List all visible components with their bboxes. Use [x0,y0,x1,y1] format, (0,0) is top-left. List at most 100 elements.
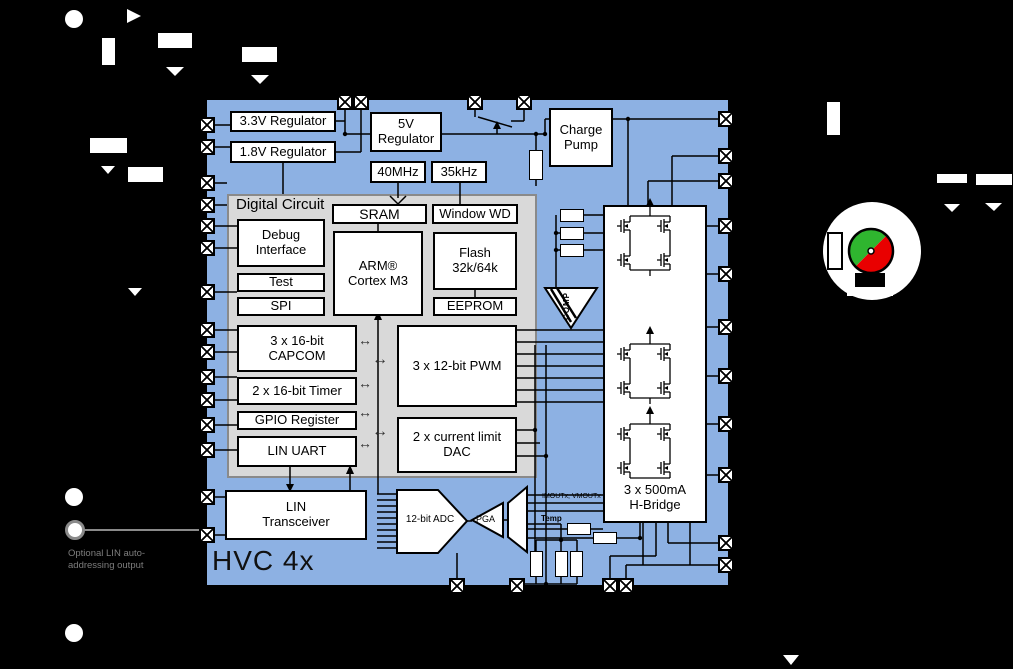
block-label: SPI [270,298,292,314]
block-label: Pump [564,136,598,152]
block-label: 3 x 500mA [623,482,687,498]
pin-icon [199,392,215,408]
bidir-arrow-icon: ↔ [358,404,372,420]
pin-icon [199,218,215,234]
component [128,167,163,182]
block-label: Transceiver [262,514,330,529]
pin-icon [718,266,734,282]
block-label: LIN UART [267,443,327,459]
block-label: Cortex M3 [348,272,408,288]
bidir-arrow-icon: ↔ [372,423,388,440]
note-line: addressing output [68,559,144,571]
pin-icon [718,319,734,335]
block-label: Test [269,274,293,290]
bidir-arrow-icon: ↔ [372,351,388,368]
block-timer: 2 x 16-bit Timer [237,377,357,405]
arrow-icon [127,9,141,23]
pin-icon [353,94,369,110]
sense-resistor [560,209,584,222]
pin-icon [509,578,525,594]
pin-icon [718,557,734,573]
block-label: 2 x 16-bit Timer [252,382,342,398]
resistor [570,551,583,577]
block-3v3-regulator: 3.3V Regulator [230,111,336,132]
resistor [529,150,543,180]
block-test: Test [237,273,325,292]
motor-icon [823,202,921,300]
pin-icon [718,467,734,483]
sense-resistor [560,244,584,257]
resistor [530,551,543,577]
note-line: Optional LIN auto- [68,548,146,559]
block-label: Flash [459,245,491,261]
block-label: 5V Regulator [377,116,435,146]
ground-icon [944,204,960,212]
pin-icon [199,284,215,300]
pin-icon [199,197,215,213]
temp-signal-label: Temp [541,514,562,523]
block-label: GPIO Register [254,412,340,428]
block-arm-cortex-m3: ARM® Cortex M3 [333,231,423,316]
block-label: Debug [261,227,301,243]
lin-auto-addressing-terminal [65,520,85,540]
block-label: 32k/64k [452,260,498,275]
block-label: H-Bridge [629,497,681,513]
block-label: 1.8V Regulator [239,143,327,159]
block-pwm: 3 x 12-bit PWM [397,325,517,407]
pin-icon [199,489,215,505]
block-label: 35kHz [440,163,478,179]
block-label: ARM® [358,257,398,273]
component [158,33,192,48]
ground-icon [128,288,142,296]
block-flash: Flash 32k/64k [433,232,517,290]
block-label: 40MHz [377,163,419,179]
block-h-bridge: 3 x 500mA H-Bridge [603,205,707,523]
supply-terminal [65,10,83,28]
pin-icon [718,368,734,384]
pin-icon [199,139,215,155]
pin-icon [199,417,215,433]
ground-icon [783,655,799,665]
ground-icon [101,166,115,174]
component [90,138,127,153]
block-35khz-osc: 35kHz [431,161,487,183]
pin-icon [199,442,215,458]
block-charge-pump: Charge Pump [549,108,613,167]
block-gpio-register: GPIO Register [237,411,357,430]
pin-icon [467,94,483,110]
pin-icon [718,416,734,432]
block-label: EEPROM [446,298,504,314]
resistor [555,551,568,577]
block-label: Charge [559,121,603,137]
bidir-arrow-icon: ↔ [358,332,372,348]
pga-label: PGA [476,514,496,524]
ground-icon [251,75,269,84]
ground-terminal [65,624,83,642]
block-label: Window WD [439,205,511,221]
block-label: 3.3V Regulator [239,113,327,129]
sense-resistor [560,227,584,240]
block-label: 3 x 16-bit [270,332,324,348]
block-lin-transceiver: LIN Transceiver [225,490,367,540]
pin-icon [199,117,215,133]
pin-icon [199,369,215,385]
block-sram: SRAM [332,204,427,224]
ground-icon [985,203,1002,211]
block-spi: SPI [237,297,325,316]
pin-icon [449,578,465,594]
pin-icon [718,535,734,551]
block-5v-regulator: 5V Regulator [370,112,442,152]
block-window-wd: Window WD [432,204,518,224]
adc-label: 12-bit ADC [405,514,455,525]
component [937,174,967,183]
pin-icon [199,175,215,191]
ground-icon [166,67,184,76]
bidir-arrow-icon: ↔ [358,375,372,391]
comp-label: COMP [562,292,571,320]
block-label: 2 x current limit [412,429,502,445]
block-label: LIN [285,499,307,515]
block-eeprom: EEPROM [433,297,517,316]
lin-terminal [65,488,83,506]
pin-icon [602,578,618,594]
